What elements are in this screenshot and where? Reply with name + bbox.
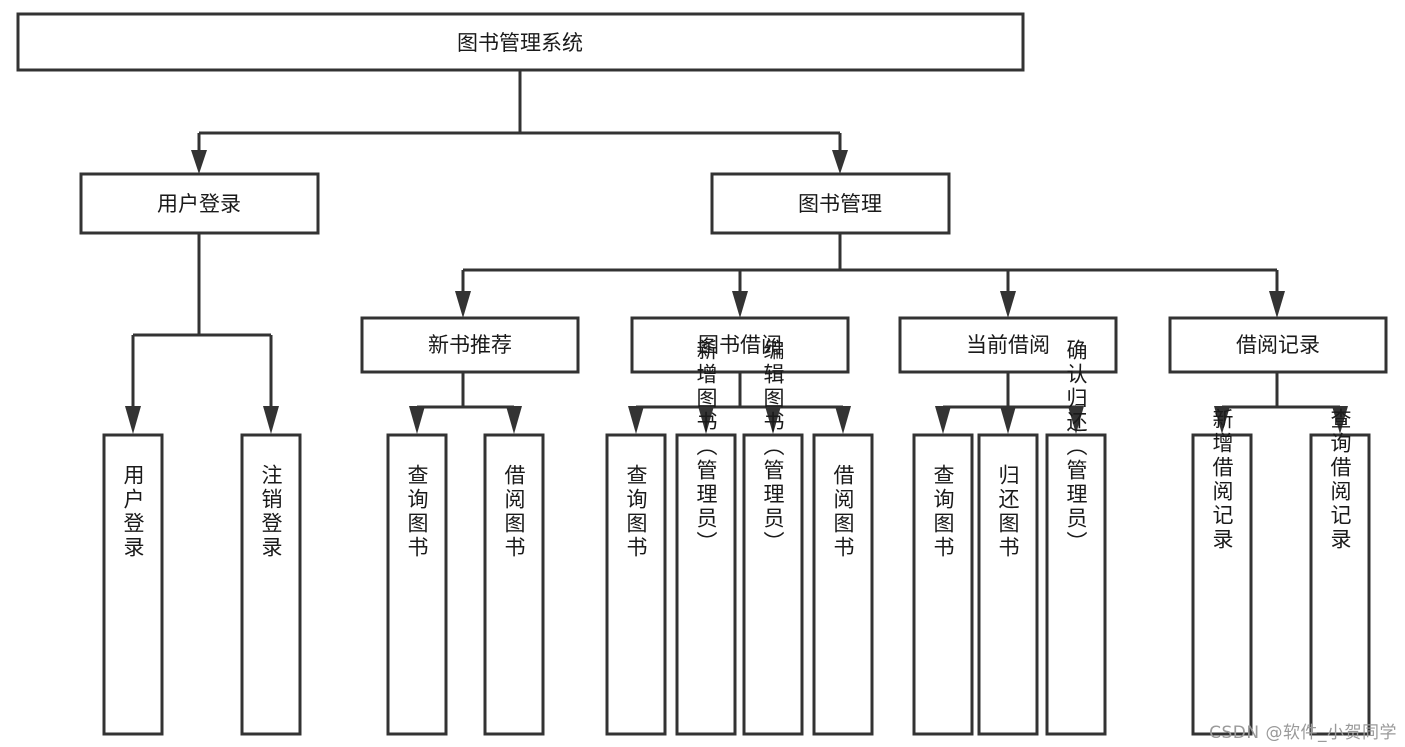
node-leaf-add-book-box[interactable] [675, 433, 737, 736]
node-leaf-query-book-2-label: 查询图书 [624, 464, 648, 560]
node-borrow-record-box[interactable] [1168, 316, 1388, 374]
node-leaf-edit-book-box[interactable] [742, 433, 804, 736]
node-leaf-query-book-3[interactable]: 查询图书 [912, 433, 974, 736]
node-user-login-label: 用户登录 [157, 192, 241, 216]
arrow-to-leaf-query-book-2 [628, 406, 644, 434]
node-new-book-recommend-label: 新书推荐 [428, 333, 512, 357]
node-leaf-borrow-book-2-label: 借阅图书 [831, 464, 855, 560]
node-leaf-borrow-book-1[interactable]: 借阅图书 [483, 433, 545, 736]
node-leaf-add-record-box[interactable] [1191, 433, 1253, 736]
node-new-book-recommend-box[interactable] [360, 316, 580, 374]
arrow-to-leaf-edit-book [765, 406, 781, 434]
node-leaf-logout-login[interactable]: 注销登录 [240, 433, 302, 736]
arrow-to-leaf-user-login [125, 406, 141, 434]
arrow-to-borrow-record [1269, 291, 1285, 318]
arrow-to-book-management [832, 150, 848, 174]
node-root-label: 图书管理系统 [457, 31, 583, 55]
node-book-management-box[interactable] [710, 172, 951, 235]
arrow-to-leaf-query-book-3 [935, 406, 951, 434]
node-leaf-logout-login-label: 注销登录 [259, 464, 283, 560]
node-leaf-confirm-return-label: 确认归还（管理员） [1064, 339, 1088, 555]
node-leaf-query-book-1-label: 查询图书 [405, 464, 429, 560]
node-leaf-return-book-box[interactable] [977, 433, 1039, 736]
node-leaf-borrow-book-2[interactable]: 借阅图书 [812, 433, 874, 736]
node-new-book-recommend[interactable]: 新书推荐 [360, 316, 580, 374]
node-leaf-query-record-box[interactable] [1309, 433, 1371, 736]
node-borrow-record[interactable]: 借阅记录 [1168, 316, 1388, 374]
arrow-to-leaf-logout-login [263, 406, 279, 434]
node-user-login-box[interactable] [79, 172, 320, 235]
node-leaf-add-book-label: 新增图书（管理员） [694, 339, 718, 555]
node-book-management-label: 图书管理 [798, 192, 882, 216]
node-user-login[interactable]: 用户登录 [79, 172, 320, 235]
node-leaf-user-login-box[interactable] [102, 433, 164, 736]
node-leaf-query-book-2[interactable]: 查询图书 [605, 433, 667, 736]
arrow-to-book-borrow [732, 291, 748, 318]
node-leaf-add-record-label: 新增借阅记录 [1210, 408, 1234, 552]
arrow-to-current-borrow [1000, 291, 1016, 318]
node-book-borrow-box[interactable] [630, 316, 850, 374]
arrow-to-leaf-confirm-return [1068, 406, 1084, 434]
arrow-to-leaf-return-book [1000, 406, 1016, 434]
node-leaf-add-record[interactable]: 新增借阅记录 [1191, 408, 1253, 736]
node-leaf-confirm-return[interactable]: 确认归还（管理员） [1045, 339, 1107, 736]
node-leaf-query-book-3-box[interactable] [912, 433, 974, 736]
node-leaf-query-book-3-label: 查询图书 [931, 464, 955, 560]
arrow-to-new-book-recommend [455, 291, 471, 318]
node-leaf-query-record[interactable]: 查询借阅记录 [1309, 408, 1371, 736]
node-leaf-return-book[interactable]: 归还图书 [977, 433, 1039, 736]
node-leaf-edit-book[interactable]: 编辑图书（管理员） [742, 339, 804, 736]
node-leaf-add-book[interactable]: 新增图书（管理员） [675, 339, 737, 736]
node-leaf-confirm-return-box[interactable] [1045, 433, 1107, 736]
node-root[interactable]: 图书管理系统 [16, 12, 1025, 72]
node-leaf-borrow-book-1-label: 借阅图书 [502, 464, 526, 560]
connector-layer [125, 70, 1348, 434]
node-leaf-query-record-label: 查询借阅记录 [1328, 408, 1352, 552]
node-current-borrow[interactable]: 当前借阅 [898, 316, 1118, 374]
node-book-borrow[interactable]: 图书借阅 [630, 316, 850, 374]
node-leaf-borrow-book-2-box[interactable] [812, 433, 874, 736]
node-leaf-logout-login-box[interactable] [240, 433, 302, 736]
node-leaf-query-book-1-box[interactable] [386, 433, 448, 736]
arrow-to-leaf-add-record [1214, 406, 1230, 434]
node-leaf-user-login-label: 用户登录 [121, 464, 145, 560]
node-borrow-record-label: 借阅记录 [1236, 333, 1320, 357]
node-leaf-return-book-label: 归还图书 [996, 464, 1020, 560]
node-leaf-borrow-book-1-box[interactable] [483, 433, 545, 736]
arrow-to-leaf-borrow-book-1 [506, 406, 522, 434]
node-root-box[interactable] [16, 12, 1025, 72]
arrow-to-leaf-query-book-1 [409, 406, 425, 434]
node-current-borrow-box[interactable] [898, 316, 1118, 374]
arrow-to-user-login [191, 150, 207, 174]
arrow-to-leaf-borrow-book-2 [835, 406, 851, 434]
arrow-to-leaf-add-book [698, 406, 714, 434]
node-leaf-user-login[interactable]: 用户登录 [102, 433, 164, 736]
node-leaf-query-book-2-box[interactable] [605, 433, 667, 736]
node-leaf-query-book-1[interactable]: 查询图书 [386, 433, 448, 736]
node-leaf-edit-book-label: 编辑图书（管理员） [761, 339, 785, 555]
node-current-borrow-label: 当前借阅 [966, 333, 1050, 357]
node-book-management[interactable]: 图书管理 [710, 172, 951, 235]
node-book-borrow-label: 图书借阅 [698, 333, 782, 357]
arrow-to-leaf-query-record [1332, 406, 1348, 434]
